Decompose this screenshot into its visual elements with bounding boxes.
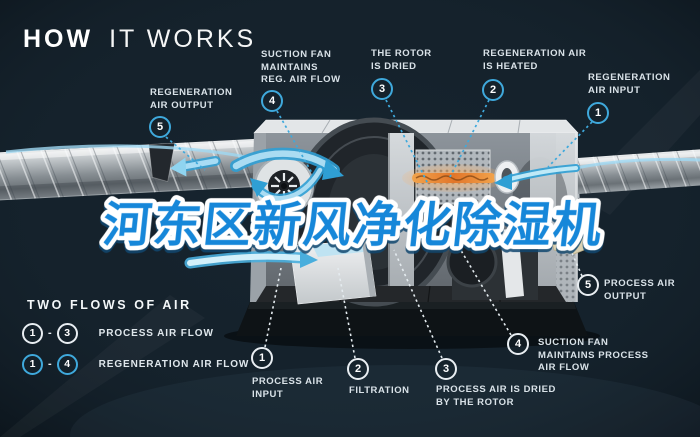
filter-box [289,239,377,305]
callout-label-regen-4: SUCTION FAN MAINTAINS REG. AIR FLOW [261,49,341,86]
callout-label-process-5: PROCESS AIR OUTPUT [604,278,676,302]
legend-circle-process-to: 3 [56,322,78,344]
callout-label-regen-1: REGENERATION AIR INPUT [588,72,671,96]
heater-element [412,173,496,183]
page-title: HOW IT WORKS [23,25,256,54]
process-output-flap [551,235,595,255]
process-input-ribbon [184,251,318,269]
callout-circle-process-3: 3 [435,358,457,380]
watermark: 河东区新风净化除湿机 [96,194,611,257]
left-spiral-duct [0,138,266,201]
process-leader-lines [264,246,583,359]
machine-base [236,302,588,336]
legend-row-process: 1 - 3 PROCESS AIR FLOW [22,322,214,344]
legend-dash: - [48,327,52,339]
callout-circle-process-1: 1 [251,347,273,369]
callout-circle-process-2: 2 [347,358,369,380]
callout-label-process-2: FILTRATION [349,385,410,396]
callout-label-process-3: PROCESS AIR IS DRIED BY THE ROTOR [436,384,556,408]
regen-flow-swirl [230,147,344,203]
callout-label-process-4: SUCTION FAN MAINTAINS PROCESS AIR FLOW [538,337,649,374]
callout-circle-regen-1: 1 [587,102,609,124]
title-word-bold: HOW [23,25,94,53]
process-fan-unit [446,228,538,300]
legend-label-process: PROCESS AIR FLOW [98,327,214,339]
callout-label-process-1: PROCESS AIR INPUT [252,376,324,400]
legend-circle-regen-to: 4 [56,353,78,375]
callout-circle-process-5: 5 [577,274,599,296]
callout-circle-regen-2: 2 [482,79,504,101]
callout-circle-regen-3: 3 [371,78,393,100]
duct-cutaway [148,142,176,183]
watermark-text: 河东区新风净化除湿机 [101,198,607,252]
legend-row-regeneration: 1 - 4 REGENERATION AIR FLOW [22,353,249,375]
callout-circle-regen-4: 4 [261,90,283,112]
floor-glow [70,365,700,437]
callout-label-regen-3: THE ROTOR IS DRIED [371,48,432,72]
regen-leader-lines [165,99,593,185]
regen-output-flow-line [5,144,253,160]
regen-input-flow-line [575,157,700,170]
regen-output-arrow [169,157,187,177]
machine-base-lip [248,302,576,309]
callout-circle-process-4: 4 [507,333,529,355]
legend-circle-regen-from: 1 [22,353,43,375]
callout-label-regen-2: REGENERATION AIR IS HEATED [483,48,587,72]
regen-input-ribbon [494,164,580,190]
legend-label-regeneration: REGENERATION AIR FLOW [98,358,250,370]
legend-heading: TWO FLOWS OF AIR [27,298,192,312]
title-word-light: IT WORKS [109,25,257,53]
callout-circle-regen-5: 5 [149,116,171,138]
legend-dash: - [48,358,52,370]
legend-circle-process-from: 1 [22,322,43,344]
callout-label-regen-5: REGENERATION AIR OUTPUT [150,87,233,111]
